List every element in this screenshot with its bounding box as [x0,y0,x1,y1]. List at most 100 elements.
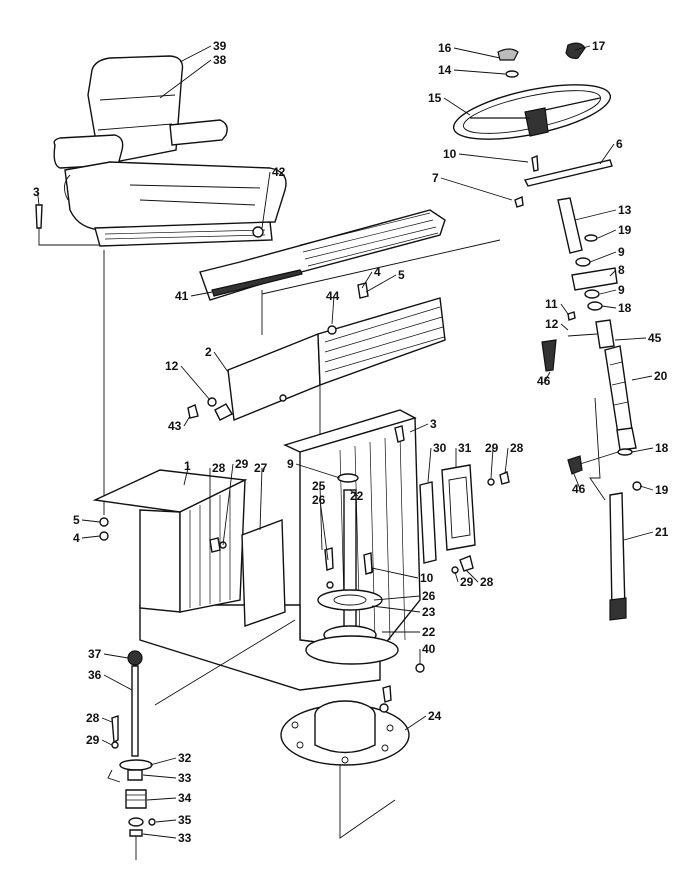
callout-leader [103,653,129,659]
callout-leader [183,465,189,486]
callout-label: 8 [618,263,625,277]
callout-label: 13 [618,203,632,217]
callout-leader [614,337,647,341]
steering-assembly [452,42,642,621]
callout-label: 29 [235,457,249,471]
console-base [92,409,510,691]
callout-label: 40 [422,642,436,656]
callout-leader [81,535,101,539]
callout-leader [599,143,615,165]
callout-leader [573,473,581,490]
callout-leader [259,467,263,531]
callout-label: 28 [212,461,226,475]
callout-leader [454,571,459,583]
seat-assembly [35,55,287,247]
callout-label: 27 [254,461,268,475]
callout-leader [371,605,421,613]
callout-leader [574,209,617,221]
callout-label: 28 [86,711,100,725]
callout-label: 44 [326,289,340,303]
panel-assembly [187,209,501,440]
callout-label: 5 [73,513,80,527]
callout-label: 2 [205,345,212,359]
callout-label: 9 [618,245,625,259]
callout-label: 25 [312,479,326,493]
callout-leader [631,375,653,381]
callout-label: 24 [428,709,442,723]
callout-leader [103,674,133,691]
callout-label: 3 [430,417,437,431]
callout-label: 32 [178,751,192,765]
callout-label: 29 [460,575,474,589]
callout-leader [222,463,234,546]
callout-leader [149,757,177,766]
callout-leader [142,774,177,779]
callout-leader [146,797,177,801]
callout-label: 1 [184,459,191,473]
callout-label: 12 [165,359,179,373]
callout-label: 20 [654,369,668,383]
callout-label: 45 [648,331,662,345]
callout-leader [465,569,479,583]
callout-leader [142,833,177,839]
callout-leader [544,371,551,382]
callout-leader [319,485,323,551]
callout-leader [155,819,177,823]
callout-label: 3 [33,185,40,199]
callout-label: 29 [86,733,100,747]
callout-label: 30 [433,441,447,455]
callout-leader [560,323,569,331]
callout-leader [365,274,397,293]
callout-label: 36 [88,668,102,682]
callout-leader [639,485,654,491]
callout-leader [183,415,191,427]
callout-leader [373,595,421,601]
lever-assembly [107,619,296,860]
callout-label: 9 [287,457,294,471]
callout-leader [190,291,213,297]
callout-label: 9 [618,283,625,297]
callout-leader [504,447,509,475]
callout-leader [180,365,211,401]
callout-leader [631,447,654,453]
callout-label: 17 [592,39,606,53]
callout-leader [601,305,617,309]
callout-label: 19 [618,223,632,237]
callout-label: 18 [655,441,669,455]
callout-leader [409,423,429,433]
callout-label: 10 [420,571,434,585]
callout-label: 29 [485,441,499,455]
callout-label: 41 [175,289,189,303]
callout-leader [159,59,212,99]
callout-label: 37 [88,647,102,661]
callout-label: 19 [655,483,669,497]
callout-label: 38 [213,53,227,67]
callout-leader [371,567,419,579]
callout-leader [623,531,654,541]
callout-label: 31 [458,441,472,455]
callout-leader [599,289,617,295]
callout-leader [560,303,569,315]
callout-label: 35 [178,813,192,827]
callout-leader [261,171,271,229]
callout-label: 22 [350,489,364,503]
base-flange [280,685,410,839]
callout-label: 43 [168,419,182,433]
callout-leader [81,519,101,523]
callout-label: 16 [438,41,452,55]
callout-leader [443,97,471,116]
callout-label: 18 [618,301,632,315]
callout-leader [349,489,359,497]
callout-label: 42 [272,165,286,179]
callout-leader [295,463,341,479]
callout-label: 22 [422,625,436,639]
callout-label: 46 [537,374,551,388]
callout-label: 46 [572,482,586,496]
callout-label: 15 [428,91,442,105]
callout-label: 6 [616,137,623,151]
callout-label: 4 [73,531,80,545]
callout-leader [458,153,529,163]
callout-leader [589,251,617,263]
